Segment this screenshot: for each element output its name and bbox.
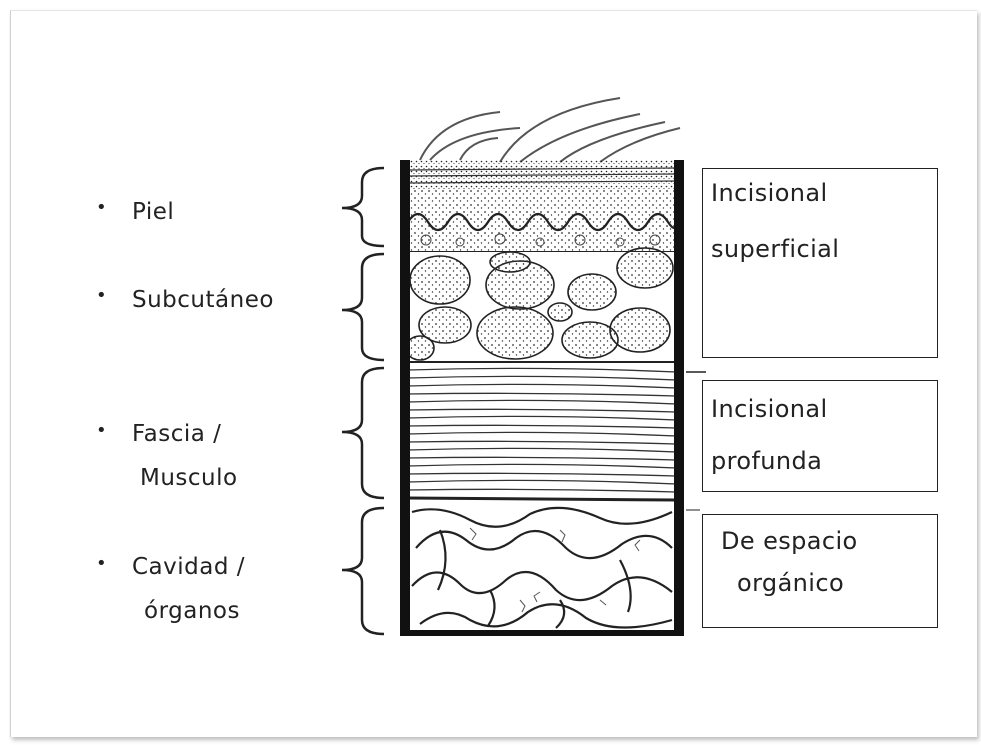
tissue-column — [400, 160, 684, 636]
brace-subcutaneo — [342, 254, 384, 360]
layer-muscle — [408, 368, 676, 492]
brace-piel — [342, 168, 384, 246]
box-incisional-profunda: Incisional profunda — [702, 380, 938, 492]
brace-cavidad — [342, 508, 384, 634]
brace-fascia — [342, 368, 384, 498]
box-espacio-organico: De espacio orgánico — [702, 514, 938, 628]
box-incisional-superficial: Incisional superficial — [702, 168, 938, 358]
hairs — [420, 98, 680, 162]
layer-organs — [412, 508, 672, 628]
